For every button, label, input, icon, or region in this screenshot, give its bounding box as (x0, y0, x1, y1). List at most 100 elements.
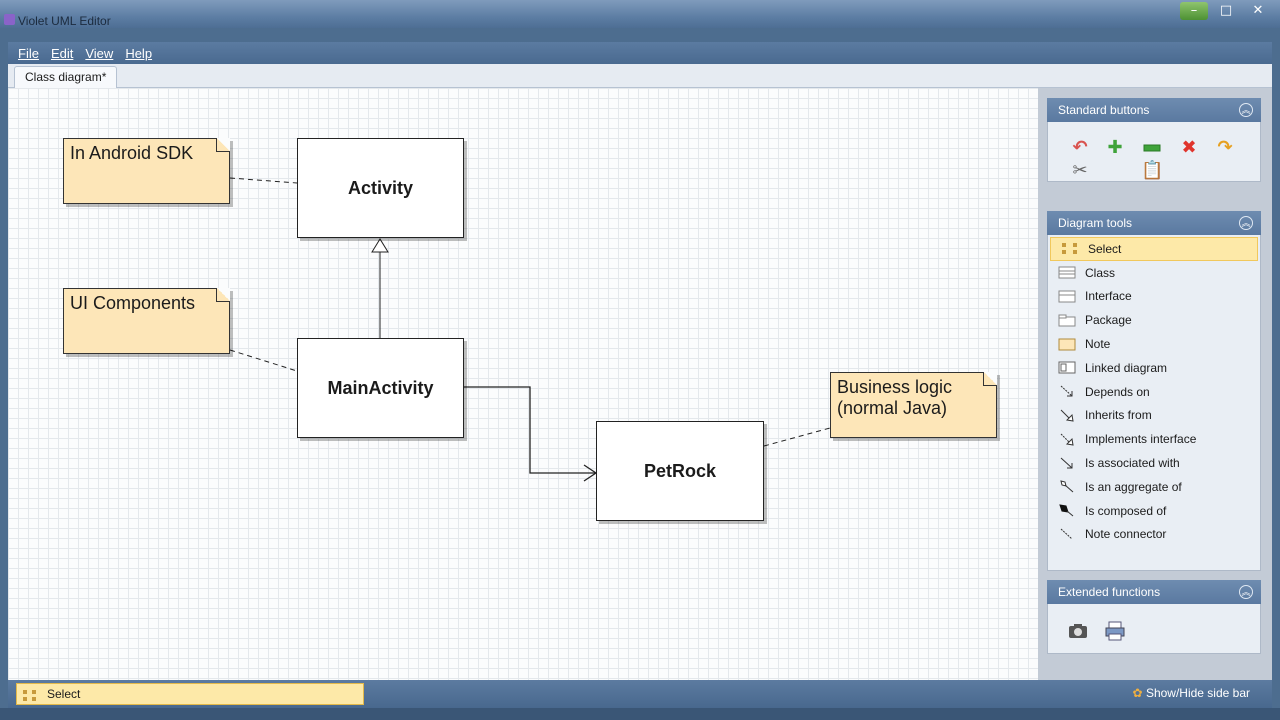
delete-icon[interactable]: ✖ (1181, 137, 1197, 158)
tool-package[interactable]: Package (1048, 308, 1260, 332)
diagram-canvas[interactable]: In Android SDK UI Components Business lo… (8, 88, 1038, 680)
linked-diagram-icon (1058, 361, 1076, 374)
section-title: Extended functions (1058, 585, 1161, 599)
aggregation-icon (1058, 480, 1076, 493)
minimize-button[interactable]: – (1180, 2, 1208, 20)
section-title: Diagram tools (1058, 216, 1133, 230)
palette-icon: ✿ (1132, 686, 1143, 700)
tool-is-an-aggregate-of[interactable]: Is an aggregate of (1048, 475, 1260, 499)
app-icon (4, 14, 15, 25)
tool-depends-on[interactable]: Depends on (1048, 380, 1260, 404)
note-text: In Android SDK (70, 143, 194, 163)
tool-label: Inherits from (1085, 408, 1152, 423)
standard-buttons-section: Standard buttons ︽ ↶ ✚ ✖ ↷ ✂ 📋 (1047, 98, 1261, 182)
diagram-tools-section: Diagram tools ︽ Select Class Interface (1047, 211, 1261, 571)
menu-view[interactable]: View (85, 45, 114, 61)
note-fold (983, 372, 997, 386)
class-activity[interactable]: Activity (297, 138, 464, 238)
note-fold (216, 138, 230, 152)
connector-layer (229, 177, 831, 482)
side-bar: Standard buttons ︽ ↶ ✚ ✖ ↷ ✂ 📋 Diagram t… (1038, 88, 1272, 680)
add-icon[interactable]: ✚ (1107, 137, 1123, 158)
note-ui-components[interactable]: UI Components (63, 288, 230, 354)
tool-label: Implements interface (1085, 432, 1197, 447)
current-tool-label: Select (47, 687, 81, 701)
note-connector-sdk[interactable] (229, 177, 298, 184)
tab-strip: Class diagram* (8, 64, 1272, 88)
show-hide-sidebar-button[interactable]: ✿ Show/Hide side bar (1133, 686, 1250, 700)
print-icon[interactable] (1104, 620, 1126, 642)
camera-icon[interactable] (1067, 620, 1089, 642)
grid-select-icon (1061, 242, 1079, 255)
tool-label: Note connector (1085, 527, 1167, 542)
note-text: UI Components (70, 293, 196, 313)
class-main-activity[interactable]: MainActivity (297, 338, 464, 438)
menu-edit[interactable]: Edit (50, 45, 74, 61)
tool-label: Note (1085, 337, 1111, 352)
paste-icon[interactable]: 📋 (1141, 160, 1164, 181)
maximize-button[interactable]: □ (1219, 3, 1233, 18)
undo-icon[interactable]: ↶ (1072, 137, 1088, 158)
note-business-logic[interactable]: Business logic (normal Java) (830, 372, 997, 438)
tool-inherits-from[interactable]: Inherits from (1048, 404, 1260, 428)
menu-help[interactable]: Help (125, 45, 153, 61)
menu-file[interactable]: File (18, 45, 39, 61)
note-icon (1058, 338, 1076, 351)
tool-note-connector[interactable]: Note connector (1048, 523, 1260, 547)
collapse-icon[interactable]: ︽ (1239, 216, 1253, 230)
tool-label: Is an aggregate of (1085, 479, 1182, 494)
class-name: MainActivity (327, 377, 434, 398)
extended-functions-section: Extended functions ︽ (1047, 580, 1261, 654)
tool-label: Select (1088, 241, 1122, 256)
collapse-icon[interactable]: ︽ (1239, 103, 1253, 117)
redo-icon[interactable]: ↷ (1217, 137, 1233, 158)
collapse-icon[interactable]: ︽ (1239, 585, 1253, 599)
diagram-tools-list: Select Class Interface Package (1047, 235, 1261, 571)
note-connector-icon (1058, 528, 1076, 541)
current-tool-indicator: Select (16, 683, 364, 705)
close-button[interactable]: ✕ (1252, 3, 1264, 18)
note-text-line1: Business logic (837, 377, 953, 397)
note-connector-ui[interactable] (229, 349, 298, 372)
standard-buttons-body: ↶ ✚ ✖ ↷ ✂ 📋 (1047, 122, 1261, 182)
association-edge[interactable] (464, 386, 595, 474)
tool-implements-interface[interactable]: Implements interface (1048, 427, 1260, 451)
class-pet-rock[interactable]: PetRock (596, 421, 764, 521)
dependency-arrow-icon (1058, 385, 1076, 398)
menu-bar: File Edit View Help (8, 42, 1272, 64)
package-icon (1058, 314, 1076, 327)
printer-glyph (1105, 621, 1125, 641)
association-arrow-icon (1058, 457, 1076, 470)
tool-note[interactable]: Note (1048, 332, 1260, 356)
tool-is-composed-of[interactable]: Is composed of (1048, 499, 1260, 523)
section-title: Standard buttons (1058, 103, 1150, 117)
extended-functions-body (1047, 604, 1261, 654)
section-header[interactable]: Diagram tools ︽ (1047, 211, 1261, 235)
tool-interface[interactable]: Interface (1048, 285, 1260, 309)
note-fold (216, 288, 230, 302)
taskbar-strip (0, 708, 1280, 720)
section-header[interactable]: Extended functions ︽ (1047, 580, 1261, 604)
section-header[interactable]: Standard buttons ︽ (1047, 98, 1261, 122)
tool-label: Is composed of (1085, 503, 1167, 518)
tool-select[interactable]: Select (1050, 237, 1258, 261)
tab-class-diagram[interactable]: Class diagram* (14, 66, 118, 88)
show-hide-label: Show/Hide side bar (1145, 686, 1250, 700)
tool-label: Interface (1085, 289, 1132, 304)
tool-is-associated-with[interactable]: Is associated with (1048, 451, 1260, 475)
note-connector-logic[interactable] (763, 427, 831, 447)
realization-arrow-icon (1058, 433, 1076, 446)
tool-label: Linked diagram (1085, 360, 1168, 375)
note-in-android-sdk[interactable]: In Android SDK (63, 138, 230, 204)
cut-icon[interactable]: ✂ (1072, 160, 1088, 181)
remove-icon[interactable] (1141, 137, 1163, 159)
tool-label: Is associated with (1085, 456, 1180, 471)
tool-class[interactable]: Class (1048, 261, 1260, 285)
class-name: Activity (347, 177, 414, 198)
interface-icon (1058, 290, 1076, 303)
grid-select-icon (23, 688, 37, 701)
window-titlebar: Violet UML Editor – □ ✕ (0, 0, 1280, 28)
tool-linked-diagram[interactable]: Linked diagram (1048, 356, 1260, 380)
remove-glyph (1143, 144, 1161, 152)
class-name: PetRock (643, 460, 717, 481)
